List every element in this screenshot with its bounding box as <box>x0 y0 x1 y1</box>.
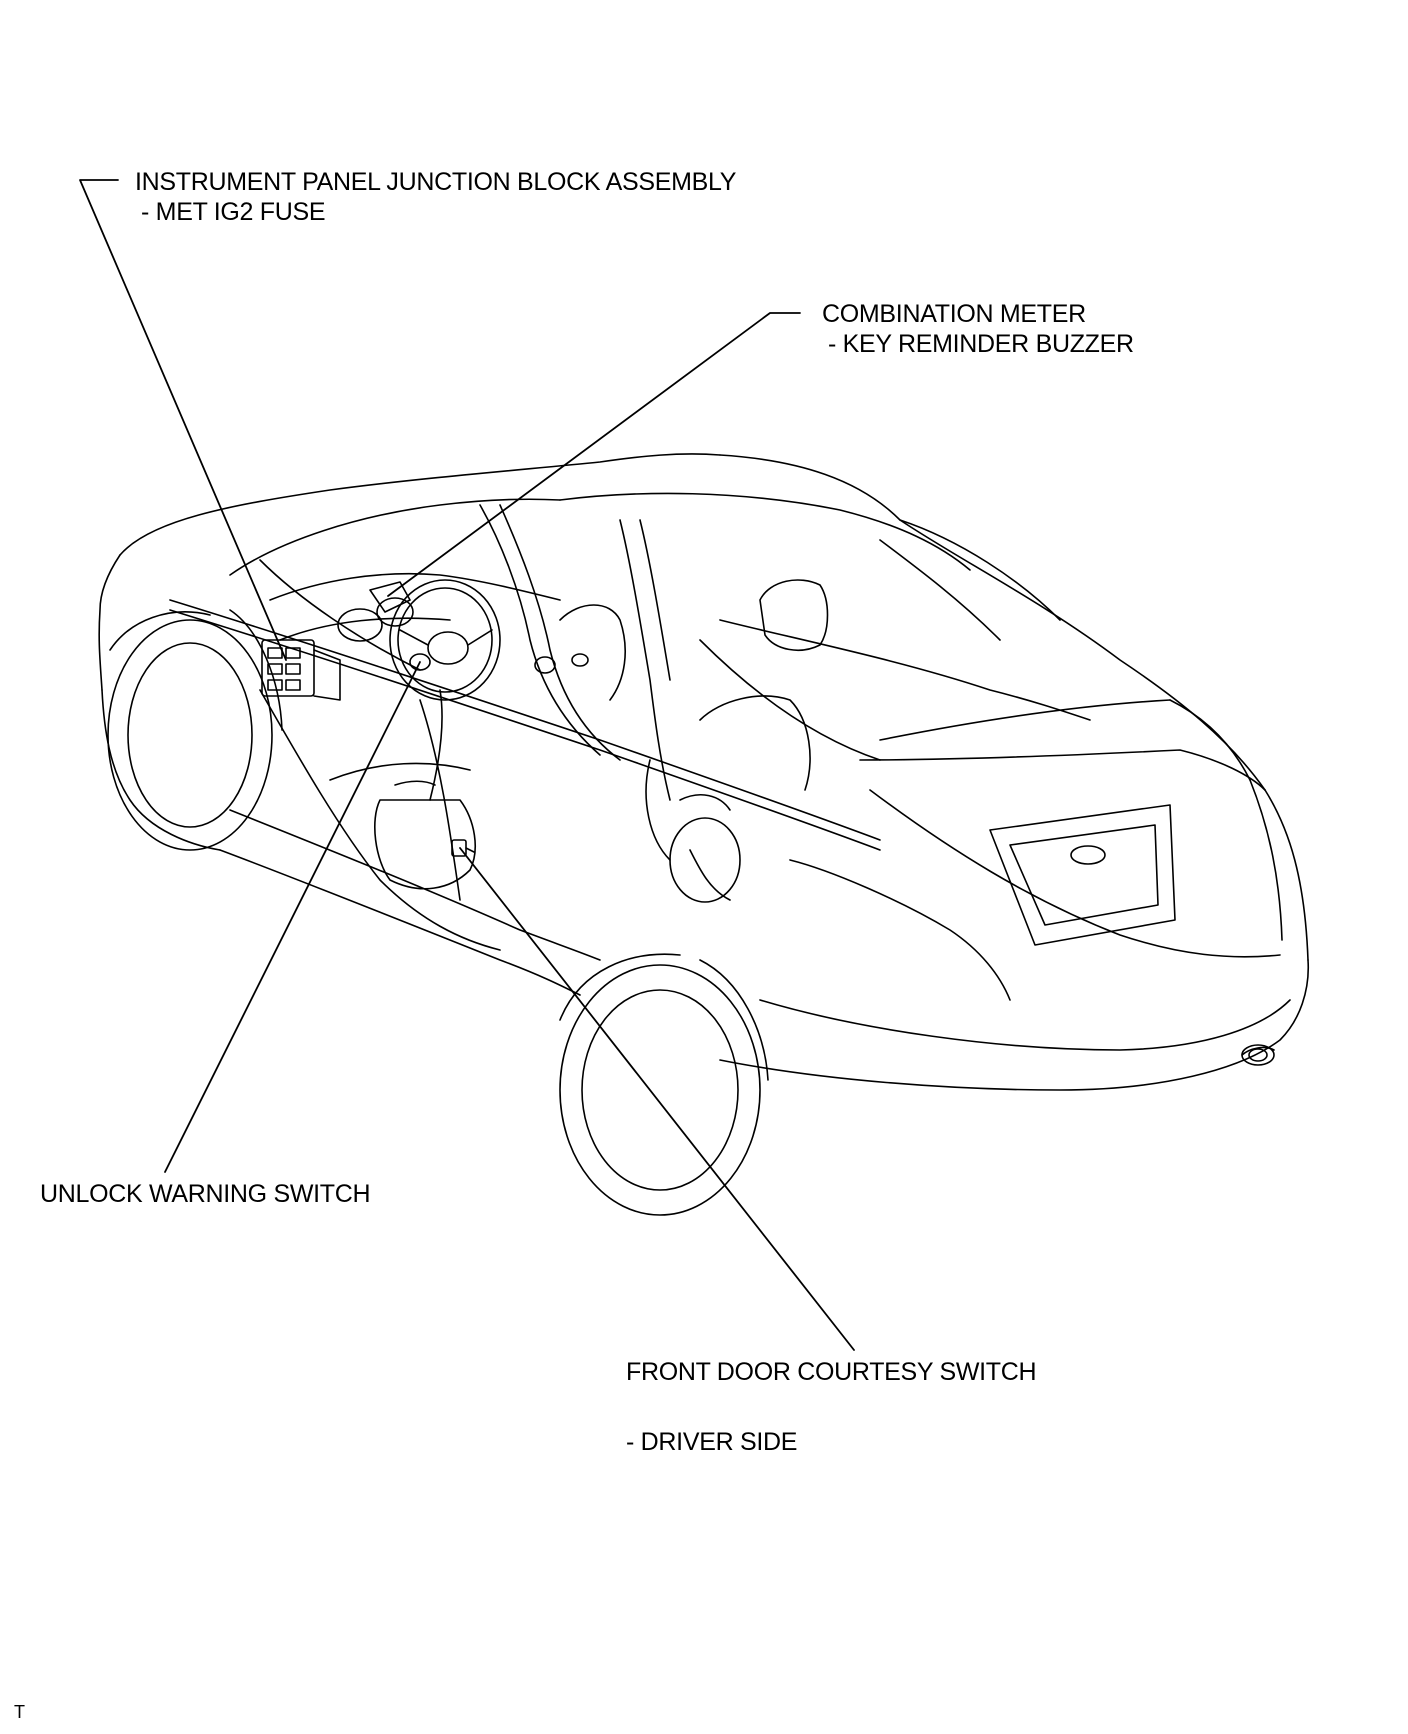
corner-mark: T <box>14 1702 25 1722</box>
cabin-outline <box>169 492 1091 951</box>
leader-lines <box>79 179 855 1351</box>
leader-junction-block <box>79 179 287 661</box>
courtesy-switch-label-line1: FRONT DOOR COURTESY SWITCH <box>626 1358 1037 1386</box>
leader-combination-meter <box>387 312 801 597</box>
junction-block-label-line1: INSTRUMENT PANEL JUNCTION BLOCK ASSEMBLY <box>135 168 737 196</box>
courtesy-switch-label-line2: - DRIVER SIDE <box>626 1428 798 1456</box>
unlock-warning-switch-component <box>409 653 431 671</box>
combination-meter-label-line1: COMBINATION METER <box>822 300 1086 328</box>
combination-meter-label-line2: - KEY REMINDER BUZZER <box>828 330 1134 358</box>
junction-block-component <box>261 639 341 701</box>
unlock-warning-switch-label-line1: UNLOCK WARNING SWITCH <box>40 1180 371 1208</box>
interior <box>269 572 829 903</box>
leader-courtesy-switch <box>459 847 855 1351</box>
junction-block-label-line2: - MET IG2 FUSE <box>141 198 326 226</box>
courtesy-switch-label: FRONT DOOR COURTESY SWITCH - DRIVER SIDE <box>626 1357 1037 1457</box>
leader-unlock-warning-switch <box>164 661 421 1173</box>
courtesy-switch-component <box>451 839 475 857</box>
combination-meter-label: COMBINATION METER - KEY REMINDER BUZZER <box>822 299 1134 359</box>
combination-meter-component <box>369 581 411 613</box>
junction-block-label: INSTRUMENT PANEL JUNCTION BLOCK ASSEMBLY… <box>135 167 736 227</box>
front-wheel <box>107 609 283 851</box>
rear-wheel <box>559 953 769 1216</box>
unlock-warning-switch-label: UNLOCK WARNING SWITCH <box>40 1179 371 1209</box>
car-body <box>98 453 1310 1091</box>
